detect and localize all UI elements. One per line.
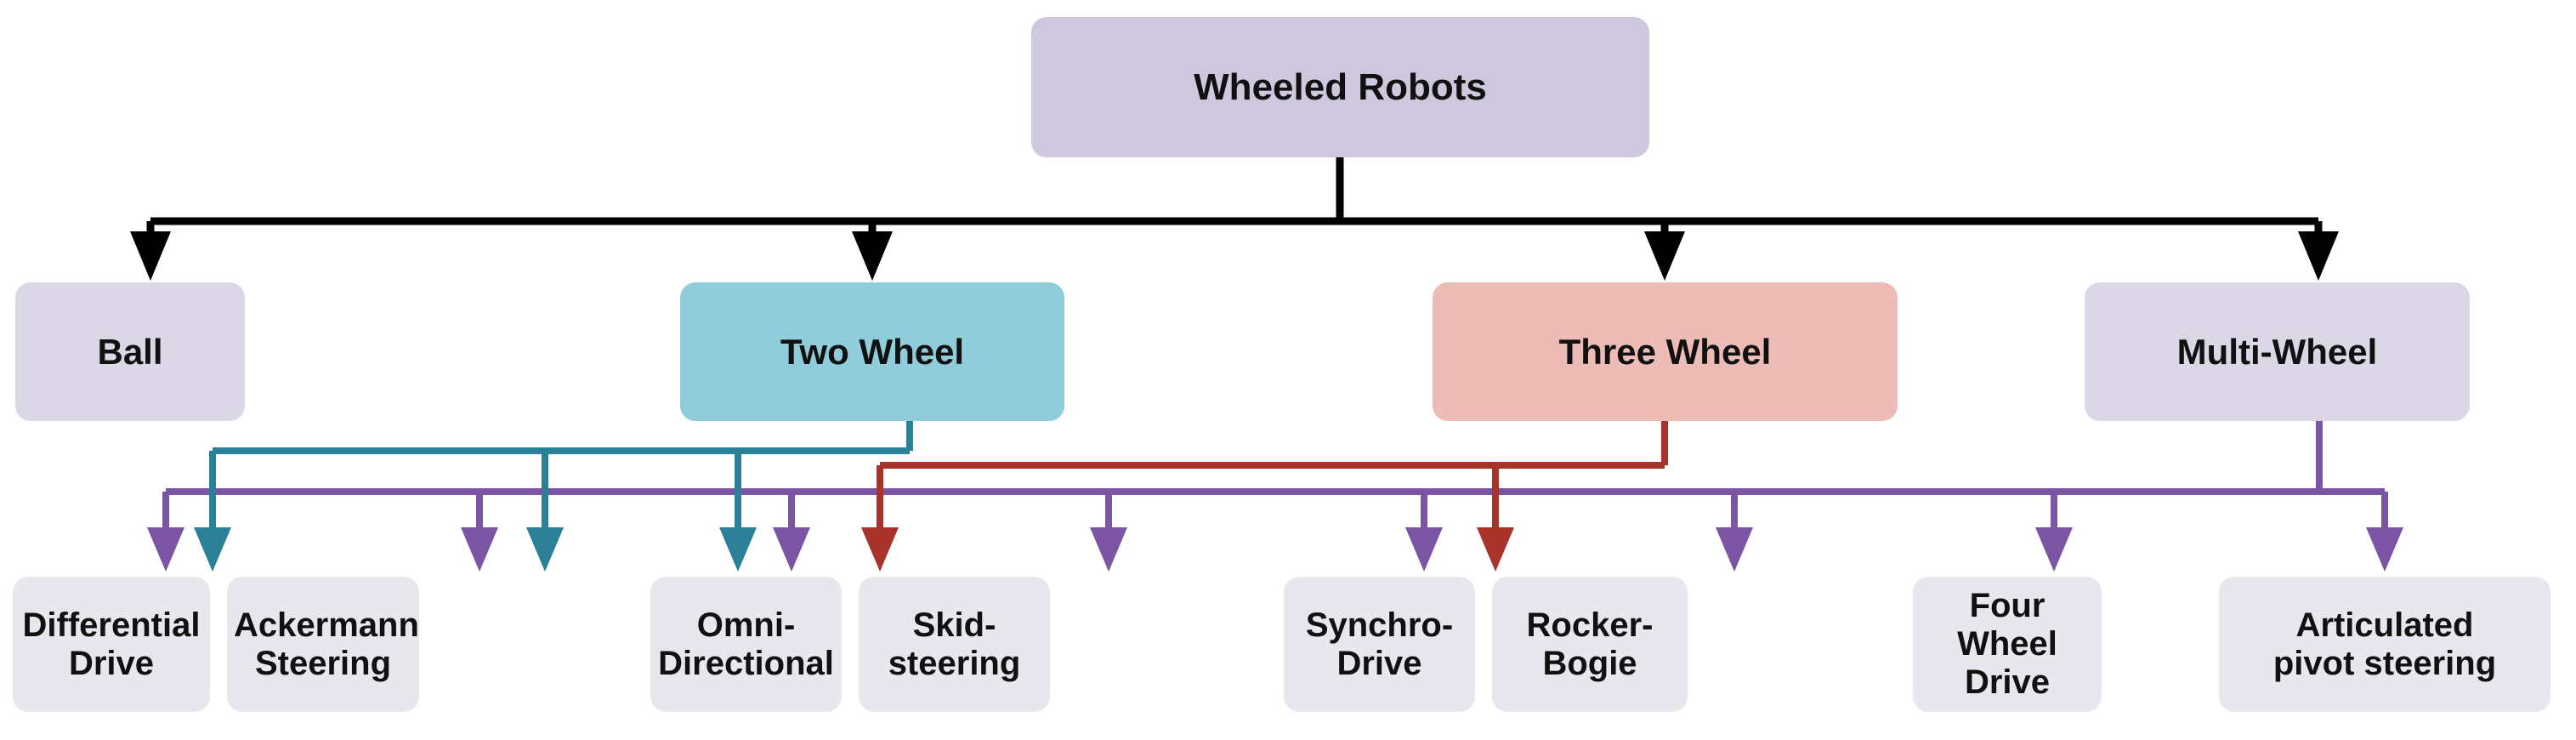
- node-two-wheel[interactable]: Two Wheel: [680, 282, 1064, 421]
- node-articulated-pivot-steering[interactable]: Articulated pivot steering: [2219, 577, 2550, 712]
- node-label: Rocker- Bogie: [1526, 606, 1654, 682]
- node-ackermann-steering[interactable]: Ackermann Steering: [227, 577, 419, 712]
- node-ball[interactable]: Ball: [15, 282, 245, 421]
- root-edge-arrowhead-3: [2298, 231, 2339, 281]
- multi-wheel-edge-arrowhead-1: [461, 527, 498, 572]
- three-wheel-edge-arrowhead-1: [1477, 527, 1514, 572]
- node-synchro-drive[interactable]: Synchro- Drive: [1284, 577, 1475, 712]
- node-label: Ball: [97, 331, 163, 372]
- multi-wheel-edge-arrowhead-4: [1405, 527, 1443, 572]
- multi-wheel-edge-arrowhead-7: [2366, 527, 2403, 572]
- node-multi-wheel[interactable]: Multi-Wheel: [2085, 282, 2470, 421]
- node-label: Omni- Directional: [658, 606, 834, 682]
- multi-wheel-edge-arrowhead-2: [773, 527, 810, 572]
- node-label: Wheeled Robots: [1194, 65, 1487, 108]
- root-edge-arrowhead-1: [852, 231, 893, 281]
- node-label: Skid- steering: [888, 606, 1021, 682]
- node-wheeled-robots[interactable]: Wheeled Robots: [1031, 17, 1649, 157]
- root-edge-arrowhead-0: [130, 231, 171, 281]
- multi-wheel-edge-arrowhead-6: [2035, 527, 2073, 572]
- two-wheel-edge-arrowhead-2: [719, 527, 757, 572]
- node-label: Ackermann Steering: [234, 606, 419, 682]
- node-label: Articulated pivot steering: [2272, 606, 2497, 682]
- node-label: Two Wheel: [780, 331, 965, 372]
- root-edge-arrowhead-2: [1644, 231, 1685, 281]
- node-three-wheel[interactable]: Three Wheel: [1433, 282, 1898, 421]
- node-differential-drive[interactable]: Differential Drive: [13, 577, 210, 712]
- node-label: Three Wheel: [1558, 331, 1772, 372]
- two-wheel-edge-arrowhead-0: [194, 527, 231, 572]
- node-skid-steering[interactable]: Skid- steering: [859, 577, 1050, 712]
- multi-wheel-edge-arrowhead-5: [1716, 527, 1753, 572]
- two-wheel-edge-arrowhead-1: [526, 527, 564, 572]
- node-omni-directional[interactable]: Omni- Directional: [650, 577, 842, 712]
- node-label: Synchro- Drive: [1305, 606, 1454, 682]
- multi-wheel-edge-arrowhead-3: [1090, 527, 1127, 572]
- node-four-wheel-drive[interactable]: Four Wheel Drive: [1913, 577, 2102, 712]
- multi-wheel-edge-arrowhead-0: [147, 527, 184, 572]
- node-label: Multi-Wheel: [2176, 331, 2378, 372]
- three-wheel-edge-arrowhead-0: [861, 527, 899, 572]
- node-rocker-bogie[interactable]: Rocker- Bogie: [1492, 577, 1688, 712]
- node-label: Four Wheel Drive: [1957, 587, 2057, 701]
- node-label: Differential Drive: [22, 606, 201, 682]
